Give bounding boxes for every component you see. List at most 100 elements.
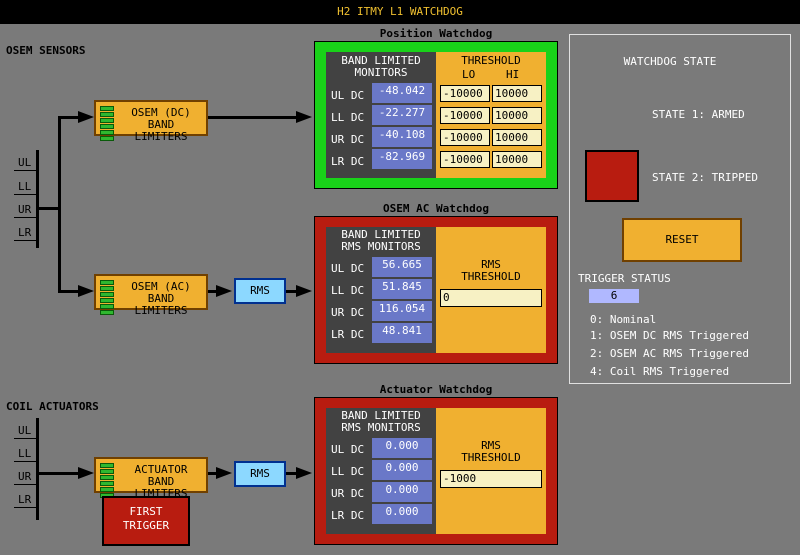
coil-channel-ul: UL xyxy=(18,424,32,437)
position-ll-lo-input[interactable]: -10000 xyxy=(440,107,490,124)
actuator-ll-value: 0.000 xyxy=(372,460,432,480)
position-ur-lo-input[interactable]: -10000 xyxy=(440,129,490,146)
arrow-icon xyxy=(216,467,232,479)
coil-channel-ll: LL xyxy=(18,447,32,460)
window-title: H2 ITMY L1 WATCHDOG xyxy=(0,0,800,24)
threshold-hi-label: HI xyxy=(506,68,520,81)
arrow-icon xyxy=(78,467,94,479)
actuator-lr-value: 0.000 xyxy=(372,504,432,524)
position-ul-hi-input[interactable]: 10000 xyxy=(492,85,542,102)
position-ur-value: -40.108 xyxy=(372,127,432,147)
state-2-label: STATE 2: TRIPPED xyxy=(652,171,758,184)
coil-channel-underline xyxy=(14,484,36,485)
watchdog-state-indicator xyxy=(585,150,639,202)
connector-line xyxy=(208,116,298,119)
position-watchdog-title: Position Watchdog xyxy=(379,27,493,40)
row-label: UL DC xyxy=(331,89,365,102)
trigger-status-label: TRIGGER STATUS xyxy=(578,272,671,285)
position-ul-value: -48.042 xyxy=(372,83,432,103)
trigger-status-value: 6 xyxy=(589,289,639,303)
osem-ac-lr-value: 48.841 xyxy=(372,323,432,343)
trigger-legend-0: 0: Nominal xyxy=(590,313,657,326)
threshold-lo-label: LO xyxy=(462,68,476,81)
arrow-icon xyxy=(78,111,94,123)
osem-ac-band-limiters-button[interactable]: OSEM (AC)BAND LIMITERS xyxy=(94,274,208,317)
filter-bank-icon xyxy=(100,106,114,142)
osem-channel-ul: UL xyxy=(18,156,32,169)
position-lr-value: -82.969 xyxy=(372,149,432,169)
filter-bank-icon xyxy=(100,280,114,316)
header-line: BAND LIMITED xyxy=(341,409,421,422)
osem-ac-ul-value: 56.665 xyxy=(372,257,432,277)
position-ll-hi-input[interactable]: 10000 xyxy=(492,107,542,124)
osem-bus-connector xyxy=(38,207,60,210)
osem-channel-ur: UR xyxy=(18,203,32,216)
arrow-icon xyxy=(296,285,312,297)
reset-button[interactable]: RESET xyxy=(622,218,742,262)
osem-bus-line xyxy=(36,150,39,248)
osem-split-line xyxy=(58,116,61,293)
osem-channel-underline xyxy=(14,240,36,241)
header-line: BAND LIMITED xyxy=(341,54,421,67)
osem-channel-underline xyxy=(14,194,36,195)
row-label: UL DC xyxy=(331,443,365,456)
connector-line xyxy=(286,472,298,475)
connector-line xyxy=(208,472,218,475)
osem-channel-underline xyxy=(14,217,36,218)
arrow-icon xyxy=(78,285,94,297)
state-1-label: STATE 1: ARMED xyxy=(652,108,745,121)
arrow-icon xyxy=(296,111,312,123)
block-label: OSEM (AC) xyxy=(131,280,191,293)
actuator-rms-button[interactable]: RMS xyxy=(234,461,286,487)
watchdog-state-panel xyxy=(569,34,791,384)
row-label: UR DC xyxy=(331,487,365,500)
osem-ac-watchdog-title: OSEM AC Watchdog xyxy=(383,202,489,215)
header-line: MONITORS xyxy=(354,66,408,79)
osem-channel-underline xyxy=(14,170,36,171)
actuator-monitors-header: BAND LIMITED RMS MONITORS xyxy=(326,410,436,434)
actuator-threshold-header: RMS THRESHOLD xyxy=(436,440,546,464)
header-line: BAND LIMITED xyxy=(341,228,421,241)
coil-actuators-heading: COIL ACTUATORS xyxy=(6,400,99,413)
first-trigger-label: TRIGGER xyxy=(122,519,170,532)
osem-dc-feed xyxy=(58,116,80,119)
actuator-threshold-input[interactable]: -1000 xyxy=(440,470,542,488)
filter-bank-icon xyxy=(100,463,114,499)
block-label: BAND LIMITERS xyxy=(134,118,188,143)
osem-ac-threshold-input[interactable]: 0 xyxy=(440,289,542,307)
coil-channel-underline xyxy=(14,507,36,508)
header-line: THRESHOLD xyxy=(461,270,521,283)
first-trigger-indicator: FIRST TRIGGER xyxy=(102,496,190,546)
position-ll-value: -22.277 xyxy=(372,105,432,125)
header-line: RMS xyxy=(481,439,501,452)
header-line: RMS xyxy=(481,258,501,271)
osem-channel-lr: LR xyxy=(18,226,32,239)
row-label: UR DC xyxy=(331,133,365,146)
position-ul-lo-input[interactable]: -10000 xyxy=(440,85,490,102)
row-label: LR DC xyxy=(331,328,365,341)
arrow-icon xyxy=(296,467,312,479)
actuator-ur-value: 0.000 xyxy=(372,482,432,502)
block-label: OSEM (DC) xyxy=(131,106,191,119)
trigger-legend-4: 4: Coil RMS Triggered xyxy=(590,365,730,378)
osem-dc-band-limiters-button[interactable]: OSEM (DC)BAND LIMITERS xyxy=(94,100,208,143)
coil-channel-underline xyxy=(14,438,36,439)
osem-rms-button[interactable]: RMS xyxy=(234,278,286,304)
position-ur-hi-input[interactable]: 10000 xyxy=(492,129,542,146)
osem-ac-threshold-header: RMS THRESHOLD xyxy=(436,259,546,283)
coil-channel-underline xyxy=(14,461,36,462)
actuator-ul-value: 0.000 xyxy=(372,438,432,458)
osem-ac-feed xyxy=(58,290,80,293)
row-label: UR DC xyxy=(331,306,365,319)
coil-bus-line xyxy=(36,418,39,520)
osem-ac-monitors-header: BAND LIMITED RMS MONITORS xyxy=(326,229,436,253)
osem-channel-ll: LL xyxy=(18,180,32,193)
block-label: ACTUATOR xyxy=(134,463,188,476)
arrow-icon xyxy=(216,285,232,297)
coil-channel-ur: UR xyxy=(18,470,32,483)
row-label: LL DC xyxy=(331,465,365,478)
osem-ac-ur-value: 116.054 xyxy=(372,301,432,321)
position-lr-lo-input[interactable]: -10000 xyxy=(440,151,490,168)
position-lr-hi-input[interactable]: 10000 xyxy=(492,151,542,168)
